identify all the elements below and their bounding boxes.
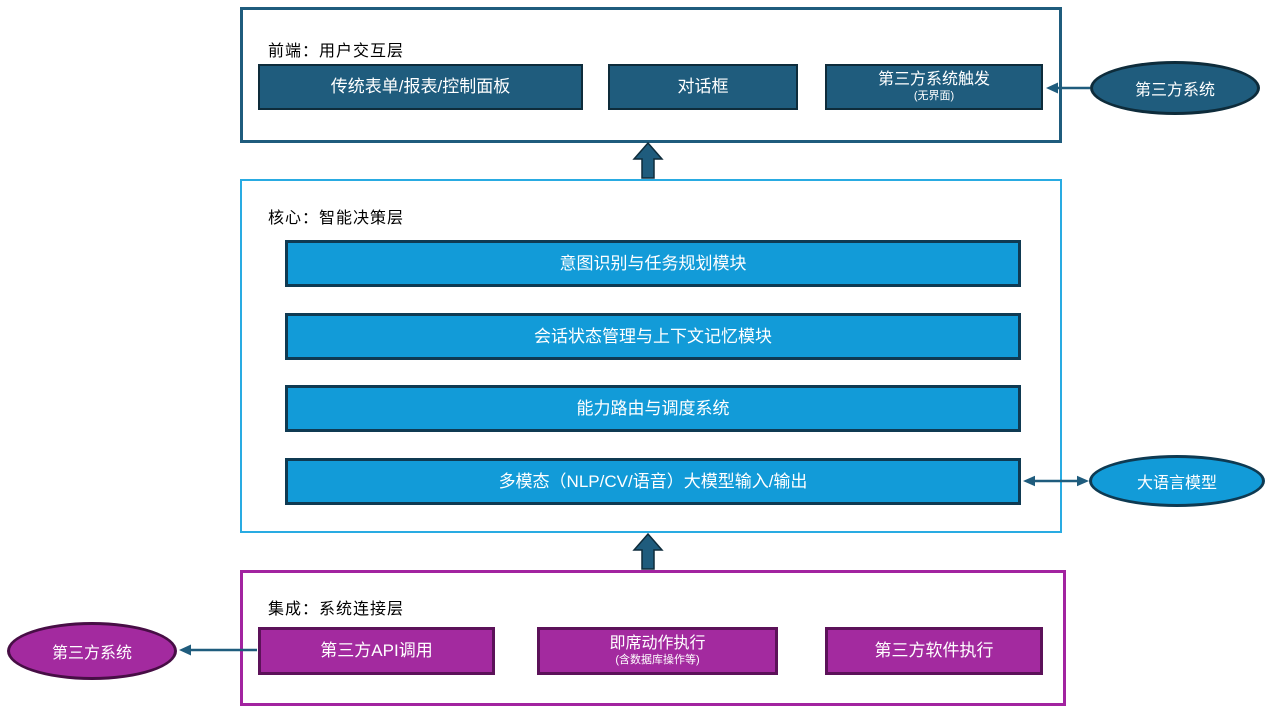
node-thirdparty-trigger-sublabel: (无界面) (913, 90, 955, 103)
node-thirdparty-trigger-label: 第三方系统触发 (877, 70, 990, 88)
up-arrow-core-to-frontend (632, 141, 664, 179)
layer-frontend: 前端：用户交互层 传统表单/报表/控制面板 对话框 第三方系统触发 (无界面) (240, 7, 1062, 143)
layer-frontend-title: 前端：用户交互层 (268, 43, 405, 60)
node-capability-routing: 能力路由与调度系统 (285, 385, 1021, 432)
node-session-state: 会话状态管理与上下文记忆模块 (285, 313, 1021, 360)
node-thirdparty-api: 第三方API调用 (258, 627, 495, 675)
node-traditional-forms-label: 传统表单/报表/控制面板 (330, 77, 511, 97)
node-capability-routing-label: 能力路由与调度系统 (576, 398, 730, 418)
node-dialog-box: 对话框 (608, 64, 798, 110)
ellipse-llm: 大语言模型 (1089, 455, 1265, 507)
layer-integration: 集成：系统连接层 第三方API调用 即席动作执行 (含数据库操作等) 第三方软件… (240, 570, 1066, 706)
node-thirdparty-software-label: 第三方软件执行 (874, 641, 994, 661)
node-multimodal-io-label: 多模态（NLP/CV/语音）大模型输入/输出 (498, 471, 808, 491)
node-intent-recognition: 意图识别与任务规划模块 (285, 240, 1021, 287)
node-adhoc-action: 即席动作执行 (含数据库操作等) (537, 627, 778, 675)
node-intent-recognition-label: 意图识别与任务规划模块 (559, 253, 747, 273)
node-traditional-forms: 传统表单/报表/控制面板 (258, 64, 583, 110)
node-thirdparty-api-label: 第三方API调用 (320, 641, 433, 661)
node-session-state-label: 会话状态管理与上下文记忆模块 (534, 326, 772, 346)
node-thirdparty-trigger: 第三方系统触发 (无界面) (825, 64, 1043, 110)
layer-core: 核心：智能决策层 意图识别与任务规划模块 会话状态管理与上下文记忆模块 能力路由… (240, 179, 1062, 533)
node-thirdparty-software: 第三方软件执行 (825, 627, 1043, 675)
up-arrow-integration-to-core (632, 532, 664, 570)
ellipse-thirdparty-system-bottom: 第三方系统 (7, 622, 177, 680)
ellipse-thirdparty-system-top-label: 第三方系统 (1134, 82, 1215, 99)
layer-core-title: 核心：智能决策层 (268, 210, 405, 227)
node-adhoc-action-label: 即席动作执行 (609, 634, 706, 652)
ellipse-thirdparty-system-top: 第三方系统 (1090, 61, 1260, 115)
ellipse-llm-label: 大语言模型 (1136, 475, 1217, 492)
node-adhoc-action-sublabel: (含数据库操作等) (615, 654, 700, 667)
ellipse-thirdparty-system-bottom-label: 第三方系统 (51, 645, 132, 662)
node-multimodal-io: 多模态（NLP/CV/语音）大模型输入/输出 (285, 458, 1021, 505)
node-dialog-box-label: 对话框 (677, 77, 729, 97)
layer-integration-title: 集成：系统连接层 (268, 601, 405, 618)
